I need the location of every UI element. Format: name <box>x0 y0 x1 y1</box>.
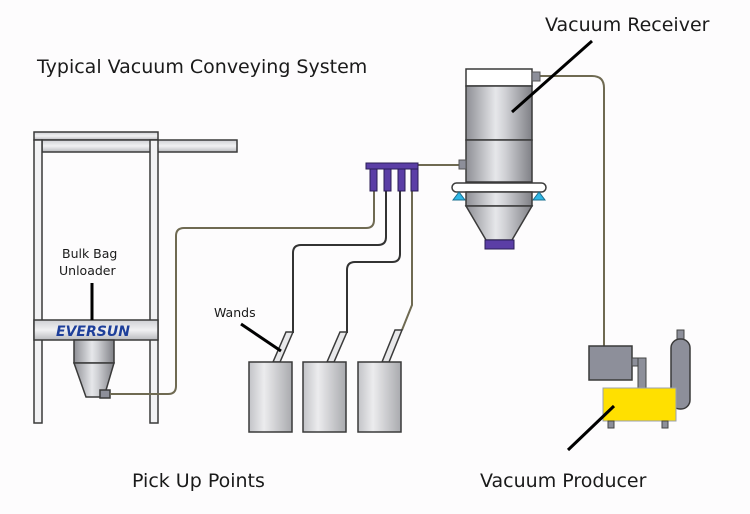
vacuum-producer <box>566 329 691 452</box>
receiver-lower-body <box>465 139 533 183</box>
manifold-port-4 <box>410 168 419 192</box>
frame-left-post <box>33 139 43 424</box>
silencer-cap <box>676 329 685 340</box>
manifold-port-3 <box>397 168 406 192</box>
pipe-wand-2 <box>346 190 401 333</box>
producer-foot-left <box>607 420 615 429</box>
pickup-bin-1 <box>248 361 293 433</box>
frame-top-beam <box>33 131 159 141</box>
manifold-port-1 <box>369 168 378 192</box>
wands-label: Wands <box>214 305 256 320</box>
receiver-support-ring <box>451 182 547 193</box>
producer-coupling <box>631 357 639 367</box>
manifold <box>365 162 419 192</box>
receiver-upper-body <box>465 85 533 141</box>
hopper-outlet-fitting <box>99 389 111 399</box>
support-foot-right <box>532 191 546 201</box>
hopper-body <box>73 339 115 364</box>
pickup-bin-2 <box>302 361 347 433</box>
vacuum-receiver <box>451 39 593 250</box>
bulk-bag-label-line2: Unloader <box>59 263 116 278</box>
pick-up-points <box>240 322 404 433</box>
bulk-bag-label-line1: Bulk Bag <box>62 246 117 261</box>
producer-pump-neck <box>637 357 647 389</box>
pipe-wand-3 <box>401 190 413 331</box>
pipe-bulk-bag <box>110 190 375 395</box>
bulk-bag-unloader: EVERSUN <box>33 131 238 424</box>
frame-right-post <box>149 139 159 424</box>
producer-foot-right <box>661 420 669 429</box>
receiver-vacuum-port <box>531 71 541 82</box>
receiver-leader-line <box>511 39 593 114</box>
vacuum-producer-label: Vacuum Producer <box>480 470 647 492</box>
receiver-cone <box>464 205 534 241</box>
receiver-filter-cap <box>465 68 533 87</box>
wands-leader-line <box>240 322 282 353</box>
producer-yellow-tank <box>602 387 677 422</box>
producer-motor <box>588 345 633 381</box>
vacuum-receiver-label: Vacuum Receiver <box>545 14 710 36</box>
manifold-header <box>365 162 419 170</box>
manifold-port-2 <box>383 168 392 192</box>
pipe-receiver-to-producer <box>540 75 605 346</box>
pipe-wand-1 <box>292 190 387 333</box>
support-foot-left <box>452 191 466 201</box>
producer-leader-line <box>566 404 616 452</box>
wand-3 <box>380 329 404 363</box>
eversun-logo: EVERSUN <box>56 324 130 340</box>
receiver-inlet-port <box>458 159 467 170</box>
frame-cantilever-beam <box>41 139 238 153</box>
receiver-skirt <box>465 191 533 207</box>
pickup-bin-3 <box>357 361 402 433</box>
receiver-discharge-valve <box>484 239 515 250</box>
wand-2 <box>325 331 349 363</box>
conveying-lines <box>110 75 605 395</box>
pick-up-points-label: Pick Up Points <box>132 470 265 492</box>
diagram-title: Typical Vacuum Conveying System <box>36 56 367 78</box>
